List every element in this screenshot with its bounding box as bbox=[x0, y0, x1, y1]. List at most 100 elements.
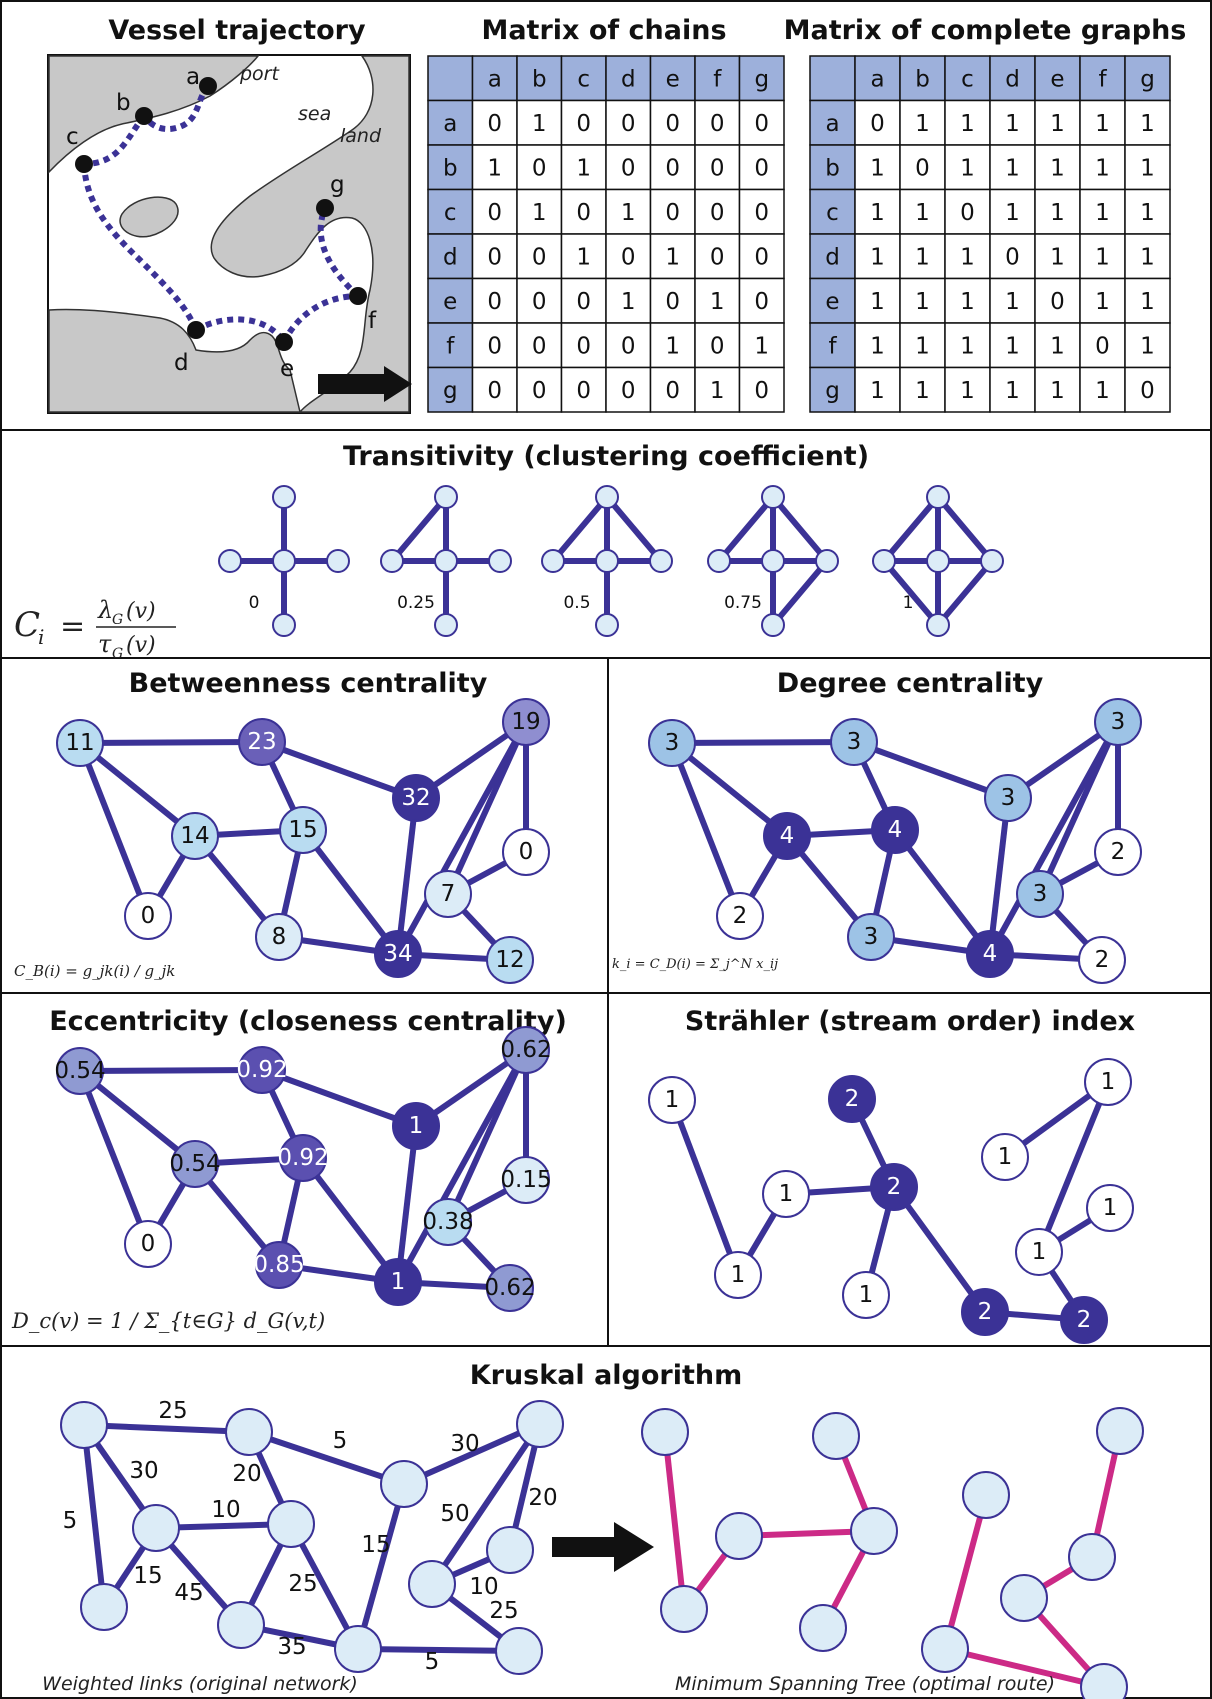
matrix-cell bbox=[1079, 99, 1126, 146]
graph-node bbox=[799, 1604, 847, 1652]
matrix-value: 0 bbox=[1005, 244, 1020, 270]
matrix-cell bbox=[649, 277, 696, 324]
node-value: 23 bbox=[247, 729, 276, 755]
graph-edge bbox=[987, 797, 1011, 955]
matrix-value: 0 bbox=[710, 244, 725, 270]
formula-den: τ bbox=[98, 630, 112, 658]
point-label-f: f bbox=[368, 308, 377, 334]
node-value: 7 bbox=[441, 881, 456, 907]
matrix-value: 0 bbox=[1095, 333, 1110, 359]
edge-weight: 50 bbox=[440, 1501, 469, 1527]
edge-weight: 45 bbox=[174, 1580, 203, 1606]
graph-edge bbox=[987, 720, 1121, 956]
edge-weight: 35 bbox=[277, 1634, 306, 1660]
matrix-value: 1 bbox=[1140, 111, 1155, 137]
graph-edge bbox=[935, 559, 995, 627]
node-value: 19 bbox=[511, 709, 540, 735]
graph-edge bbox=[429, 1422, 543, 1586]
edge-weight: 5 bbox=[333, 1428, 348, 1454]
matrix-value: 0 bbox=[576, 378, 591, 404]
matrix-value: 1 bbox=[1140, 333, 1155, 359]
node-value: 2 bbox=[1077, 1307, 1092, 1333]
node-value: 1 bbox=[665, 1087, 680, 1113]
matrix-value: 1 bbox=[532, 200, 547, 226]
matrix-cell bbox=[738, 188, 785, 235]
graph-node bbox=[762, 1170, 810, 1218]
matrix-cell bbox=[899, 366, 946, 413]
node-value: 2 bbox=[1111, 839, 1126, 865]
node-value: 11 bbox=[65, 730, 94, 756]
matrix-header-label: d bbox=[443, 244, 458, 270]
transitivity-value: 0 bbox=[249, 593, 260, 613]
matrix-value: 0 bbox=[487, 244, 502, 270]
graph-node bbox=[1060, 1296, 1108, 1344]
graph-node bbox=[238, 1046, 286, 1094]
graph-node bbox=[80, 1583, 128, 1631]
node-value: 0.15 bbox=[500, 1167, 551, 1193]
matrix-value: 0 bbox=[487, 378, 502, 404]
graph-node bbox=[502, 1026, 550, 1074]
node-value: 34 bbox=[383, 941, 412, 967]
matrix-cell bbox=[605, 144, 652, 191]
graph-node bbox=[434, 613, 458, 637]
graph-edge bbox=[881, 559, 941, 627]
edge-weight: 30 bbox=[450, 1431, 479, 1457]
matrix-value: 0 bbox=[621, 378, 636, 404]
mst-edge bbox=[942, 1494, 989, 1650]
formula-lhs-sub: i bbox=[38, 625, 44, 649]
matrix-cell bbox=[560, 366, 607, 413]
matrix-value: 0 bbox=[710, 333, 725, 359]
graph-node bbox=[486, 1526, 534, 1574]
graph-edge bbox=[300, 1156, 401, 1284]
matrix-value: 1 bbox=[1050, 111, 1065, 137]
matrix-cell bbox=[471, 233, 518, 280]
graph-edge bbox=[78, 1068, 197, 1167]
graph-edge bbox=[79, 739, 263, 746]
complete-title: Matrix of complete graphs bbox=[784, 15, 1187, 46]
eccentricity-title: Eccentricity (closeness centrality) bbox=[49, 1006, 567, 1037]
matrix-value: 1 bbox=[487, 155, 502, 181]
node-value: 2 bbox=[845, 1086, 860, 1112]
matrix-value: 1 bbox=[1095, 155, 1110, 181]
node-value: 0.62 bbox=[484, 1275, 535, 1301]
matrix-value: 1 bbox=[960, 244, 975, 270]
graph-node bbox=[641, 1408, 689, 1456]
matrix-value: 0 bbox=[1050, 289, 1065, 315]
matrix-value: 1 bbox=[870, 155, 885, 181]
matrix-cell bbox=[989, 55, 1036, 102]
matrix-header-label: c bbox=[577, 66, 590, 92]
graph-node bbox=[763, 812, 811, 860]
graph-node bbox=[926, 613, 950, 637]
graph-node bbox=[279, 806, 327, 854]
matrix-cell bbox=[516, 188, 563, 235]
matrix-value: 0 bbox=[665, 378, 680, 404]
formula-eq: = bbox=[60, 609, 85, 644]
matrix-cell bbox=[738, 99, 785, 146]
matrix-value: 0 bbox=[532, 289, 547, 315]
point-label-c: c bbox=[66, 124, 79, 150]
matrix-value: 1 bbox=[1050, 200, 1065, 226]
graph-edge bbox=[260, 739, 418, 801]
point-label-b: b bbox=[116, 90, 131, 116]
node-value: 1 bbox=[859, 1282, 874, 1308]
matrix-cell bbox=[1034, 188, 1081, 235]
matrix-value: 0 bbox=[754, 200, 769, 226]
graph-node bbox=[495, 1627, 543, 1675]
edge-weight: 5 bbox=[425, 1649, 440, 1675]
graph-node bbox=[1094, 698, 1142, 746]
node-value: 8 bbox=[272, 924, 287, 950]
node-value: 2 bbox=[733, 903, 748, 929]
degree-formula: k_i = C_D(i) = Σ_j^N x_ij bbox=[612, 957, 778, 972]
matrix-header-label: d bbox=[825, 244, 840, 270]
formula-num-sub: G bbox=[112, 612, 123, 628]
node-value: 1 bbox=[409, 1113, 424, 1139]
matrix-value: 1 bbox=[1005, 333, 1020, 359]
matrix-value: 0 bbox=[665, 155, 680, 181]
matrix-header-label: a bbox=[443, 111, 457, 137]
graph-node bbox=[424, 1198, 472, 1246]
graph-node bbox=[871, 806, 919, 854]
graph-node bbox=[830, 718, 878, 766]
matrix-value: 1 bbox=[870, 378, 885, 404]
graph-node bbox=[1015, 1228, 1063, 1276]
